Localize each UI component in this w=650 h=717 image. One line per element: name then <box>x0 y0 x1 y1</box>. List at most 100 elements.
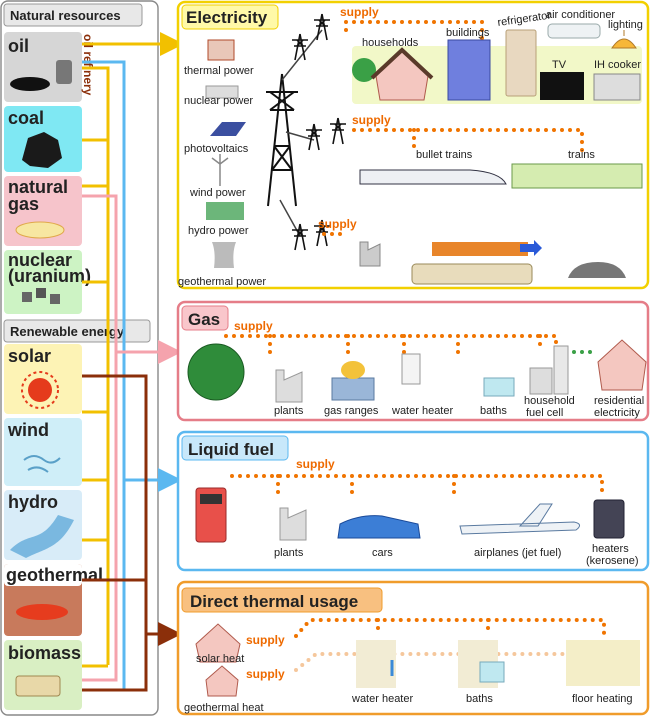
floor-heating-label: floor heating <box>572 693 633 705</box>
hydro-power-label: hydro power <box>188 225 249 237</box>
liquid-supply-label: supply <box>296 457 335 471</box>
connector-pink <box>82 194 118 682</box>
thermal-power-plant-icon <box>207 39 235 61</box>
magma-icon <box>16 604 68 620</box>
production-line-icon <box>432 242 528 256</box>
wind-card <box>4 418 82 486</box>
ih-cooker-icon <box>593 73 641 101</box>
natural-resources-header: Natural resources <box>10 8 121 23</box>
supply-dots <box>230 474 604 498</box>
direct-thermal-title-bg <box>181 587 383 613</box>
ih-cooker-label: IH cooker <box>594 59 641 71</box>
heaters-label-1: heaters <box>592 543 629 555</box>
fuel-pump-display-icon <box>200 494 222 504</box>
gas-flame-icon <box>15 221 65 239</box>
gas-supply-label: supply <box>234 319 273 333</box>
nuclear-label-2: (uranium) <box>8 266 91 286</box>
wind-label: wind <box>7 420 49 440</box>
solar-label: solar <box>8 346 51 366</box>
biomass-label: biomass <box>8 643 81 663</box>
source-connectors <box>82 32 184 692</box>
gas-plants-label: plants <box>274 405 304 417</box>
gas-ranges-label: gas ranges <box>324 405 379 417</box>
gas-baths-label: baths <box>480 405 507 417</box>
house-icon <box>205 665 239 697</box>
factory-icon <box>279 507 307 541</box>
sun-icon <box>28 378 52 402</box>
coal-lump-icon <box>22 132 62 168</box>
thermal-water-heater-label: water heater <box>351 693 413 705</box>
nuclear-power-label: nuclear power <box>184 95 253 107</box>
river-icon <box>10 515 74 558</box>
natural-gas-label-2: gas <box>8 194 39 214</box>
lighting-label: lighting <box>608 19 643 31</box>
coal-label: coal <box>8 108 44 128</box>
air-conditioner-label: air conditioner <box>546 9 615 21</box>
bath-icon <box>483 377 515 397</box>
car-body-icon <box>568 262 626 278</box>
floor-heating-icon <box>566 640 640 686</box>
gas-range-icon <box>331 377 375 401</box>
house-icon <box>597 339 647 391</box>
bathtub-icon <box>479 661 505 683</box>
thermal-supply-label-2: supply <box>246 667 285 681</box>
house-roof-icon <box>370 47 434 80</box>
liquid-plants-label: plants <box>274 547 304 559</box>
nuclear-power-plant-icon <box>205 85 239 99</box>
photovoltaics-label: photovoltaics <box>184 143 249 155</box>
supply-dots <box>294 618 606 638</box>
electricity-supply-label-2: supply <box>352 113 391 127</box>
solar-heat-label: solar heat <box>196 653 244 665</box>
natural-gas-label-1: natural <box>8 177 68 197</box>
hydro-dam-icon <box>206 202 244 220</box>
wind-turbine-icon <box>211 154 229 186</box>
geothermal-plant-icon <box>212 242 236 268</box>
oil-barrel-icon <box>10 77 50 91</box>
nuclear-label-1: nuclear <box>8 250 72 270</box>
uranium-pellet-icon <box>22 292 32 302</box>
thermal-power-label: thermal power <box>184 65 254 77</box>
water-heater-icon <box>401 353 421 385</box>
tv-icon <box>540 72 584 100</box>
trains-label: trains <box>568 149 595 161</box>
train-icon <box>511 163 643 189</box>
wind-power-label: wind power <box>189 187 246 199</box>
thermal-baths-label: baths <box>466 693 493 705</box>
heaters-label-2: (kerosene) <box>586 555 639 567</box>
electricity-title-bg <box>181 4 279 30</box>
airplane-icon <box>459 503 580 535</box>
fuel-cell-label-2: fuel cell <box>526 407 563 419</box>
kettle-icon <box>341 361 365 379</box>
natural-resources-header-bg <box>3 3 143 27</box>
bullet-trains-label: bullet trains <box>416 149 473 161</box>
tv-label: TV <box>552 59 567 71</box>
tree-icon <box>352 58 376 82</box>
geothermal-ground <box>4 564 82 586</box>
direct-thermal-section <box>176 580 650 716</box>
renewable-header-bg <box>3 319 151 343</box>
gas-title: Gas <box>188 310 220 329</box>
wind-swirl-icon <box>23 455 61 473</box>
refrigerator-icon <box>505 29 537 97</box>
thermal-supply-label-1: supply <box>246 633 285 647</box>
connector-brown <box>82 374 148 692</box>
uranium-pellet-icon <box>36 288 46 298</box>
electricity-supply-label-1: supply <box>340 5 379 19</box>
geothermal-label: geothermal <box>6 565 103 585</box>
geothermal-heat-label: geothermal heat <box>184 702 264 714</box>
lamp-icon <box>611 30 637 49</box>
uranium-pellet-icon <box>50 294 60 304</box>
residential-label-1: residential <box>594 395 644 407</box>
oil-label: oil <box>8 36 29 56</box>
cars-label: cars <box>372 547 393 559</box>
fuel-cell-icon <box>529 367 553 395</box>
water-heater-icon <box>356 640 396 688</box>
flow-arrow-icon <box>520 240 542 256</box>
biomass-bin-icon <box>15 675 61 697</box>
production-line-icon <box>411 263 533 285</box>
renewable-header: Renewable energy <box>10 324 125 339</box>
fuel-cell-icon <box>553 345 569 395</box>
fuel-cell-label-1: household <box>524 395 575 407</box>
direct-thermal-title: Direct thermal usage <box>190 592 358 611</box>
solar-panel-icon <box>210 122 246 136</box>
